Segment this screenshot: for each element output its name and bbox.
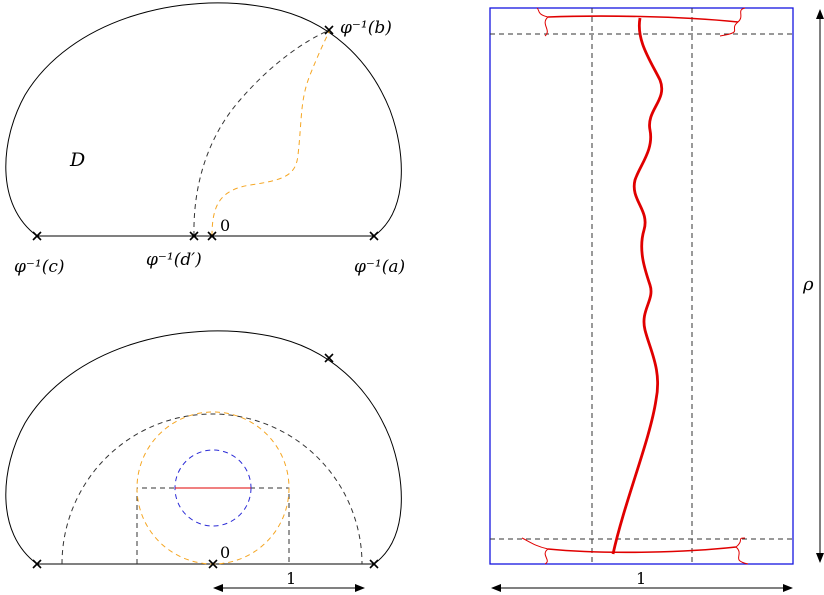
label-phi-inv-a: φ⁻¹(a) bbox=[354, 257, 405, 277]
cross-marker-bottom-right bbox=[369, 559, 379, 569]
red-top-curve bbox=[547, 15, 739, 23]
label-rho: ρ bbox=[802, 274, 814, 295]
dashed-curve-black-top bbox=[193, 29, 331, 237]
red-bottom-right-squiggle bbox=[735, 537, 749, 565]
top-left-panel: D φ⁻¹(b) φ⁻¹(c) φ⁻¹(d′) 0 φ⁻¹(a) bbox=[5, 2, 405, 277]
cross-marker-zero-top bbox=[207, 231, 217, 241]
label-phi-inv-c: φ⁻¹(c) bbox=[14, 257, 64, 277]
cross-marker-bottom-zero bbox=[208, 559, 218, 569]
domain-boundary-top bbox=[5, 2, 402, 237]
label-zero-top: 0 bbox=[220, 216, 230, 235]
label-phi-inv-d: φ⁻¹(d′) bbox=[146, 250, 202, 270]
label-zero-bottom: 0 bbox=[220, 543, 230, 562]
bottom-left-panel: 0 1 bbox=[5, 330, 402, 592]
label-one-bottom-left: 1 bbox=[286, 569, 296, 588]
cross-marker-d bbox=[189, 231, 199, 241]
label-one-right: 1 bbox=[636, 569, 646, 588]
domain-label: D bbox=[69, 149, 85, 171]
cross-marker-bottom-top bbox=[324, 353, 334, 363]
blue-rectangle bbox=[489, 7, 794, 565]
red-vertical-curve bbox=[611, 17, 664, 555]
cross-marker-b bbox=[324, 25, 334, 35]
domain-boundary-bottom bbox=[5, 330, 402, 565]
dashed-curve-orange-top bbox=[211, 29, 331, 237]
red-bottom-curve bbox=[547, 546, 737, 554]
right-panel: ρ 1 bbox=[489, 7, 824, 592]
red-bottom-left-squiggle bbox=[521, 537, 549, 565]
red-top-left-squiggle bbox=[536, 7, 549, 37]
dashed-rectangle bbox=[136, 487, 290, 564]
dashed-large-arc bbox=[61, 413, 363, 565]
red-top-right-squiggle bbox=[719, 7, 746, 37]
cross-marker-bottom-left bbox=[32, 559, 42, 569]
cross-marker-a bbox=[369, 231, 379, 241]
cross-marker-c bbox=[32, 231, 42, 241]
label-phi-inv-b: φ⁻¹(b) bbox=[340, 18, 392, 38]
